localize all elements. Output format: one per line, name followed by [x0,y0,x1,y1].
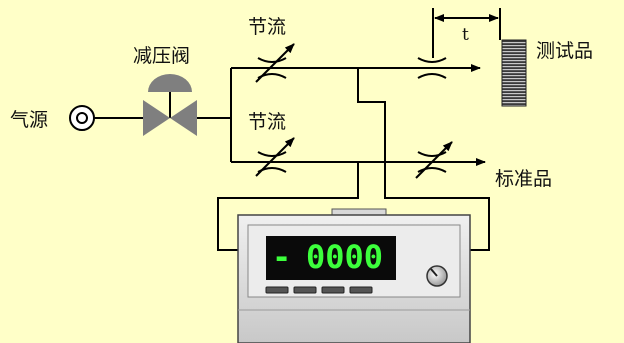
gas-source-outer-ring-icon [69,105,95,131]
standard-throttle-lower-arc-icon [417,167,447,173]
gas-source-inner-ring-icon [76,112,88,124]
sensing-lines [217,68,490,251]
test-sample-label: 测试品 [536,40,593,62]
throttle-top-upper-arc-icon [257,57,287,63]
valve-actuator-dome-icon [148,74,192,92]
instrument-button-1[interactable] [265,286,289,294]
throttle-bottom-upper-arc-icon [257,151,287,157]
gas-source: 气源 [10,105,95,131]
valve-right-triangle-icon [170,100,197,136]
instrument-knob-pointer [430,268,438,277]
measurement-instrument: - 0000 [237,208,471,343]
instrument-display-screen [266,236,396,280]
instrument-display-sign: - [272,238,291,276]
standard-throttle-upper-arc-icon [417,151,447,157]
throttle-top-label: 节流 [248,16,286,38]
standard-branch-throttle [415,141,453,179]
time-marker-label: t [462,25,469,45]
test-branch-orifice [417,57,447,79]
throttle-top-adjust-arrow-icon [255,43,295,83]
instrument-button-4[interactable] [349,286,373,294]
standard-sample-label: 标准品 [495,168,552,190]
throttle-valve-bottom: 节流 [248,111,295,177]
test-sensing-line [357,68,490,251]
test-orifice-lower-arc-icon [417,73,447,79]
instrument-button-3[interactable] [321,286,345,294]
throttle-bottom-label: 节流 [248,111,286,133]
valve-left-triangle-icon [143,100,170,136]
time-interval-marker: t [432,8,501,58]
standard-throttle-adjust-arrow-icon [415,141,453,179]
test-sample-block-icon [501,39,527,107]
test-orifice-upper-arc-icon [417,57,447,63]
pressure-reducing-valve: 减压阀 [133,45,197,136]
throttle-valve-top: 节流 [248,16,295,83]
test-sample: 测试品 [501,39,593,107]
instrument-display-value: 0000 [306,238,383,276]
pressure-valve-label: 减压阀 [133,45,190,67]
instrument-button-2[interactable] [293,286,317,294]
gas-source-label: 气源 [10,109,48,131]
throttle-bottom-adjust-arrow-icon [255,137,295,177]
standard-sensing-line [217,162,359,251]
